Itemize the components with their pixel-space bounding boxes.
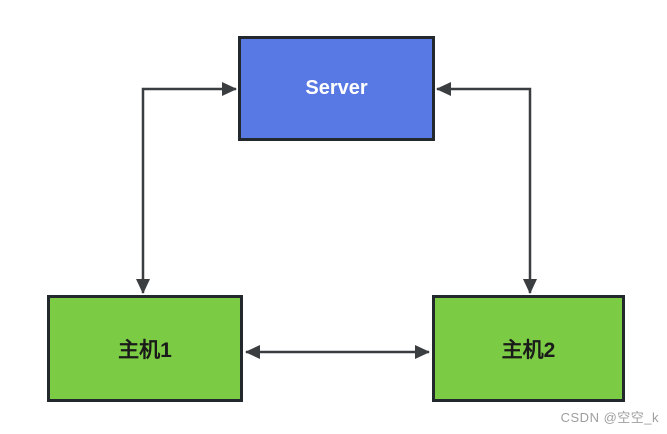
node-server-label: Server [305,77,368,99]
node-host2-label: 主机2 [501,338,556,362]
watermark: CSDN @空空_k [560,410,659,425]
node-host2: 主机2 [432,295,625,402]
edge-host1-server [136,82,237,294]
edge-host2-server [436,82,537,294]
node-server: Server [238,36,435,141]
node-host1: 主机1 [47,295,243,402]
node-host1-label: 主机1 [118,338,172,362]
